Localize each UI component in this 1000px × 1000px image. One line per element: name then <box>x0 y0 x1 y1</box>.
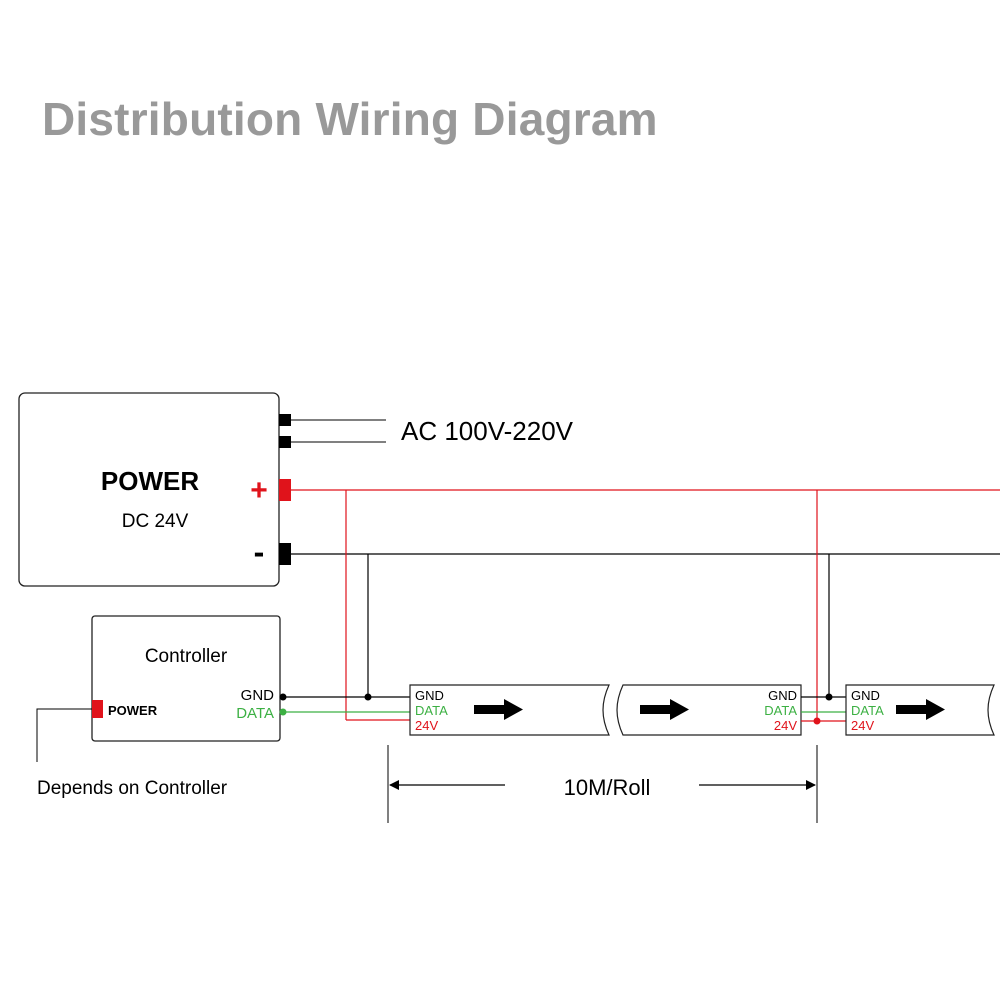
controller-box <box>91 615 281 742</box>
ac-input-label: AC 100V-220V <box>401 416 574 446</box>
minus-symbol: - <box>254 534 265 570</box>
strip-1-24v-label: 24V <box>415 718 438 733</box>
strip-segment-1: GND DATA 24V <box>409 684 610 736</box>
strip-segment-2: GND DATA 24V <box>616 684 802 736</box>
strip-2-24v-label: 24V <box>774 718 797 733</box>
controller-note: Depends on Controller <box>37 778 228 799</box>
direction-arrow-icon <box>896 699 945 720</box>
plus-symbol: + <box>250 474 268 507</box>
power-supply: POWER DC 24V AC 100V-220V + - <box>18 392 574 587</box>
controller-label: Controller <box>145 646 228 667</box>
controller-power-cable <box>36 708 92 762</box>
ac-terminal-1 <box>279 414 291 426</box>
positive-terminal <box>279 479 291 501</box>
negative-terminal <box>279 543 291 565</box>
controller-power-label: POWER <box>108 703 158 718</box>
direction-arrow-icon <box>474 699 523 720</box>
page-title: Distribution Wiring Diagram <box>42 93 658 145</box>
roll-length-dimension: 10M/Roll <box>387 745 818 823</box>
strip-3-data-label: DATA <box>851 703 884 718</box>
strip-body-2 <box>616 684 802 736</box>
ac-terminal-2 <box>279 436 291 448</box>
strip-2-gnd-label: GND <box>768 688 797 703</box>
controller-gnd-label: GND <box>241 687 275 704</box>
power-supply-label: POWER <box>101 466 199 496</box>
strip-3-24v-label: 24V <box>851 718 874 733</box>
controller: Controller POWER GND DATA <box>91 615 287 742</box>
strip-2-data-label: DATA <box>764 703 797 718</box>
controller-power-port <box>92 700 103 718</box>
strip-3-gnd-label: GND <box>851 688 880 703</box>
roll-length-label: 10M/Roll <box>564 775 651 800</box>
strip-1-data-label: DATA <box>415 703 448 718</box>
strip-1-gnd-label: GND <box>415 688 444 703</box>
direction-arrow-icon <box>640 699 689 720</box>
strip-segment-3: GND DATA 24V <box>845 684 995 736</box>
controller-data-label: DATA <box>236 705 274 722</box>
power-supply-voltage: DC 24V <box>122 511 189 532</box>
